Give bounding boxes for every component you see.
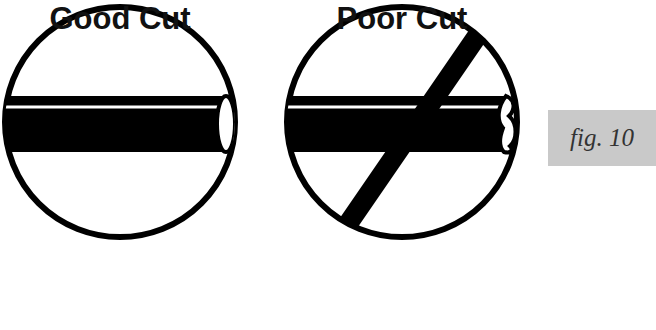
caption-label: Good Cut (2, 2, 238, 36)
view-with-caption: Good Cut (2, 2, 238, 328)
caption-label: Poor Cut (284, 2, 520, 36)
poor-tube (280, 10, 516, 250)
figure-tab: fig. 10 (548, 110, 656, 166)
good-tube (0, 96, 235, 152)
figure-label: fig. 10 (570, 124, 634, 152)
view-with-caption: Poor Cut (284, 2, 520, 328)
